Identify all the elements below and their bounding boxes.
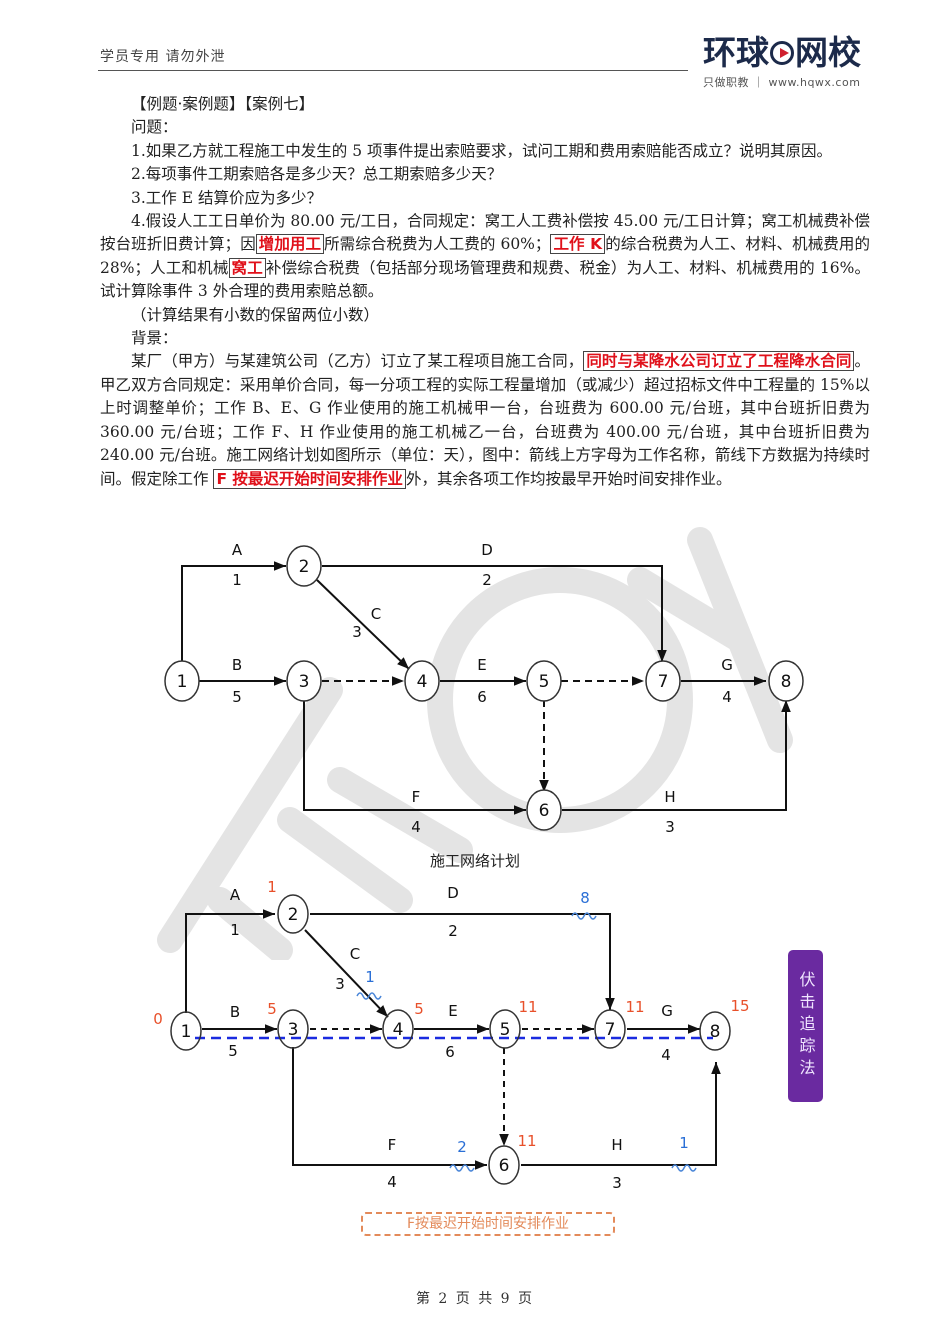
activity-a-duration: 1: [232, 571, 242, 589]
logo-tagline: 只做职教 ｜ www.hqwx.com: [703, 76, 861, 89]
activity-e-label: E: [448, 1002, 457, 1020]
bg-text: 某厂（甲方）与某建筑公司（乙方）订立了某工程项目施工合同，: [131, 352, 584, 371]
node-4: 4: [393, 1020, 404, 1040]
float-h: 1: [679, 1134, 689, 1152]
node-2: 2: [288, 905, 299, 925]
float-f: 2: [457, 1138, 467, 1156]
document-body: 【例题·案例题】【案例七】 问题： 1.如果乙方就工程施工中发生的 5 项事件提…: [100, 93, 870, 491]
questions-label: 问题：: [131, 118, 178, 137]
activity-b-label: B: [230, 1003, 240, 1021]
activity-f-duration: 4: [411, 818, 421, 836]
confidential-notice: 学员专用 请勿外泄: [100, 49, 226, 65]
node-5: 5: [539, 672, 550, 692]
et-node-3: 5: [267, 1000, 277, 1018]
logo-name-right: 网校: [795, 33, 861, 72]
activity-b-label: B: [232, 656, 242, 674]
activity-h-duration: 3: [665, 818, 675, 836]
node-6: 6: [499, 1156, 510, 1176]
node-1: 1: [181, 1022, 192, 1042]
q4-text: 4.假设人工工日单价为 80.00 元/工日，合同规定：窝工人工费补偿按 45.…: [100, 212, 870, 254]
activity-b-duration: 5: [228, 1042, 238, 1060]
float-c: 1: [365, 968, 375, 986]
et-node-2: 1: [267, 878, 277, 896]
activity-g-label: G: [721, 656, 733, 674]
logo: 环球网校 只做职教 ｜ www.hqwx.com: [703, 34, 873, 90]
activity-e-duration: 6: [445, 1043, 455, 1061]
node-7: 7: [605, 1020, 616, 1040]
float-wave-icons: [356, 912, 697, 1172]
activity-a-duration: 1: [230, 921, 240, 939]
et-node-5: 11: [518, 998, 537, 1016]
page-number: 第 2 页 共 9 页: [415, 1291, 535, 1307]
et-node-8: 15: [730, 997, 749, 1015]
et-node-4: 5: [414, 1000, 424, 1018]
et-node-6: 11: [517, 1132, 536, 1150]
activity-c-duration: 3: [335, 975, 345, 993]
activity-c-label: C: [371, 605, 381, 623]
question-2: 2.每项事件工期索赔各是多少天？总工期索赔多少天？: [131, 165, 503, 184]
logo-name-left: 环球: [703, 33, 769, 72]
activity-c-label: C: [350, 945, 360, 963]
activity-c-duration: 3: [352, 623, 362, 641]
background-text: 某厂（甲方）与某建筑公司（乙方）订立了某工程项目施工合同，同时与某降水公司订立了…: [100, 350, 870, 490]
question-1: 1.如果乙方就工程施工中发生的 5 项事件提出索赔要求，试问工期和费用索赔能否成…: [131, 141, 833, 160]
header-divider: [98, 70, 688, 71]
node-8: 8: [781, 672, 792, 692]
node-1: 1: [177, 672, 188, 692]
node-2: 2: [299, 557, 310, 577]
question-3: 3.工作 E 结算价应为多少？: [131, 188, 322, 207]
f-latest-start-note: F按最迟开始时间安排作业: [361, 1212, 615, 1236]
activity-d-duration: 2: [482, 571, 492, 589]
activity-e-label: E: [477, 656, 486, 674]
node-3: 3: [288, 1020, 299, 1040]
activity-h-label: H: [664, 788, 675, 806]
activity-g-duration: 4: [722, 688, 732, 706]
activity-h-label: H: [611, 1136, 622, 1154]
activity-b-duration: 5: [232, 688, 242, 706]
node-6: 6: [539, 801, 550, 821]
ambush-tracking-method-tag: 伏击追踪法: [788, 950, 823, 1102]
node-7: 7: [658, 672, 669, 692]
activity-d-label: D: [481, 541, 493, 559]
q4-text: 所需综合税费为人工费的 60%；: [324, 235, 551, 254]
example-title: 【例题·案例题】【案例七】: [131, 95, 315, 113]
activity-f-label: F: [412, 788, 421, 806]
network-diagram-1: [181, 561, 791, 815]
highlight-dewatering-contract: 同时与某降水公司订立了工程降水合同: [583, 351, 855, 372]
background-label: 背景：: [131, 329, 178, 348]
logo-wordmark: 环球网校: [703, 34, 873, 72]
activity-d-label: D: [447, 884, 459, 902]
activity-e-duration: 6: [477, 688, 487, 706]
q4-text: 的综合税费为人工、材料、机械费用的 28%；人工和机械: [100, 235, 870, 277]
highlight-work-k: 工作 K: [550, 234, 606, 255]
bg-text: 。甲乙双方合同规定：采用单价合同，每一分项工程的实际工程量增加（或减少）超过招标…: [100, 352, 870, 488]
activity-g-label: G: [661, 1002, 673, 1020]
diagram-caption: 施工网络计划: [429, 852, 520, 870]
activity-f-duration: 4: [387, 1173, 397, 1191]
et-node-1: 0: [153, 1010, 163, 1028]
q4-text: 补偿综合税费（包括部分现场管理费和规费、税金）为人工、材料、机械费用的 16%。…: [100, 258, 870, 301]
node-8: 8: [710, 1022, 721, 1042]
activity-a-label: A: [232, 541, 243, 559]
activity-f-label: F: [388, 1136, 397, 1154]
watermark-logo: [157, 527, 793, 960]
activity-a-label: A: [230, 886, 241, 904]
highlight-idle: 窝工: [228, 257, 266, 278]
activity-g-duration: 4: [661, 1046, 671, 1064]
activity-d-duration: 2: [448, 922, 458, 940]
bg-text: 外，其余各项工作均按最早开始时间安排作业。: [405, 469, 732, 488]
highlight-added-labor: 增加用工: [255, 234, 325, 255]
et-node-7: 11: [625, 998, 644, 1016]
node-4: 4: [417, 672, 428, 692]
question-4: 4.假设人工工日单价为 80.00 元/工日，合同规定：窝工人工费补偿按 45.…: [100, 210, 870, 304]
node-3: 3: [299, 672, 310, 692]
float-d: 8: [580, 889, 590, 907]
node-5: 5: [500, 1020, 511, 1040]
highlight-f-latest-start: F 按最迟开始时间安排作业: [213, 468, 406, 489]
play-icon: [770, 41, 794, 65]
rounding-note: （计算结果有小数的保留两位小数）: [131, 305, 380, 324]
activity-h-duration: 3: [612, 1174, 622, 1192]
